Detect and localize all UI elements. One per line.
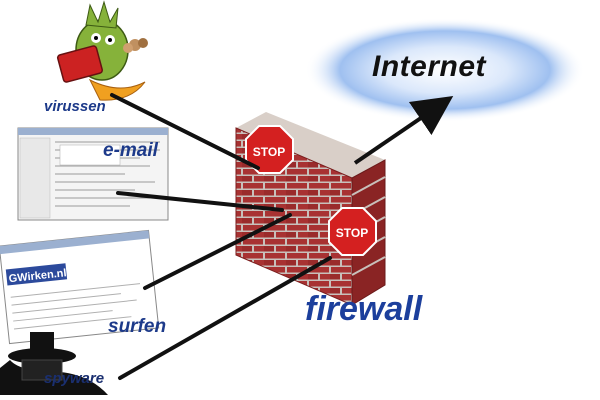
email-label: e-mail [103, 140, 158, 162]
firewall-label: firewall [305, 290, 422, 329]
spyware-label: spyware [44, 370, 104, 387]
virussen-label: virussen [44, 98, 106, 115]
internet-label: Internet [372, 50, 486, 84]
surfen-label: surfen [108, 316, 166, 338]
stop-sign-label-2: STOP [330, 226, 374, 240]
stop-sign-label-1: STOP [247, 145, 291, 159]
virus-character-icon [57, 2, 148, 100]
